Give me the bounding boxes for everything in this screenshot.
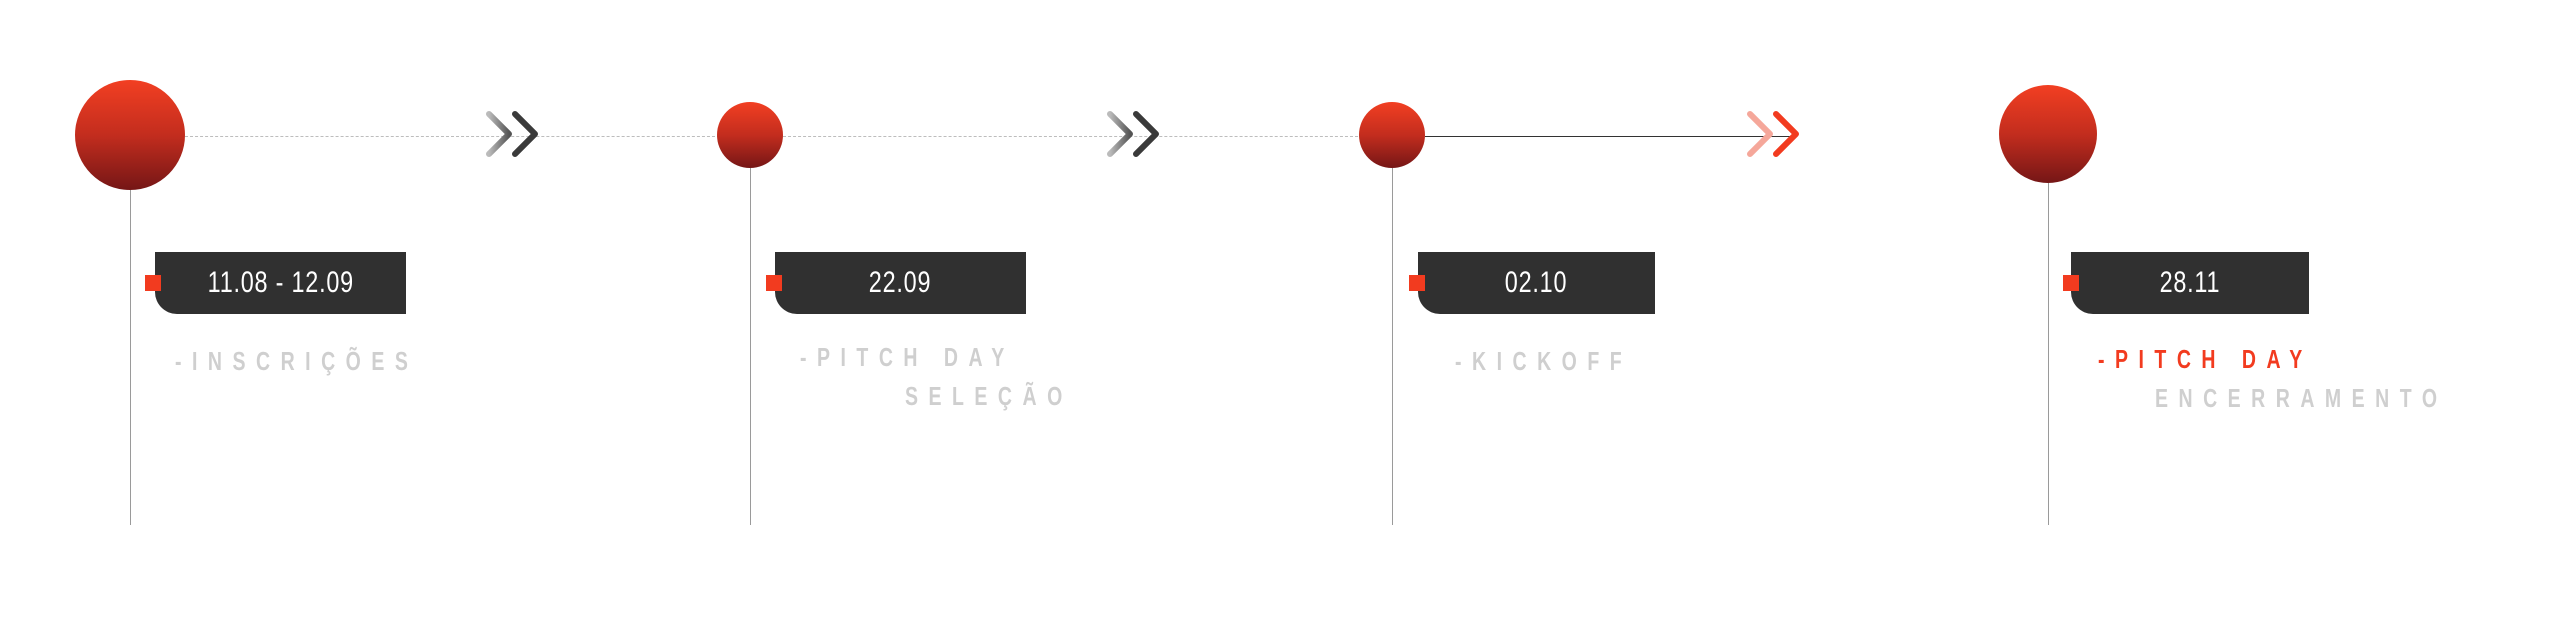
double-chevron-right-icon — [486, 111, 538, 157]
milestone-label: -PITCH DAY — [2098, 344, 2313, 374]
milestone-dot — [717, 102, 783, 168]
connector-line-3 — [1425, 136, 1795, 137]
milestone-dot — [75, 80, 185, 190]
date-badge: 22.09 — [775, 252, 1026, 314]
date-marker — [1409, 275, 1425, 291]
milestone-stem — [1392, 168, 1393, 525]
date-badge: 28.11 — [2071, 252, 2309, 314]
milestone-stem — [130, 190, 131, 525]
date-text: 22.09 — [869, 266, 932, 299]
milestone-sublabel: SELEÇÃO — [905, 381, 1073, 411]
connector-line-1 — [185, 136, 720, 137]
double-chevron-right-icon — [1107, 111, 1159, 157]
milestone-label: -KICKOFF — [1455, 346, 1633, 376]
date-marker — [766, 275, 782, 291]
double-chevron-right-icon — [1747, 111, 1799, 157]
milestone-sublabel: ENCERRAMENTO — [2155, 383, 2448, 413]
milestone-stem — [750, 168, 751, 525]
milestone-dot — [1359, 102, 1425, 168]
milestone-label: -PITCH DAY — [800, 342, 1015, 372]
date-marker — [2063, 275, 2079, 291]
date-marker — [145, 275, 161, 291]
date-badge: 02.10 — [1418, 252, 1655, 314]
date-text: 28.11 — [2159, 266, 2221, 299]
milestone-dot — [1999, 85, 2097, 183]
date-text: 11.08 - 12.09 — [207, 266, 354, 299]
date-badge: 11.08 - 12.09 — [155, 252, 406, 314]
connector-line-2 — [783, 136, 1358, 137]
milestone-stem — [2048, 183, 2049, 525]
date-text: 02.10 — [1505, 266, 1568, 299]
milestone-label: -INSCRIÇÕES — [175, 346, 419, 376]
